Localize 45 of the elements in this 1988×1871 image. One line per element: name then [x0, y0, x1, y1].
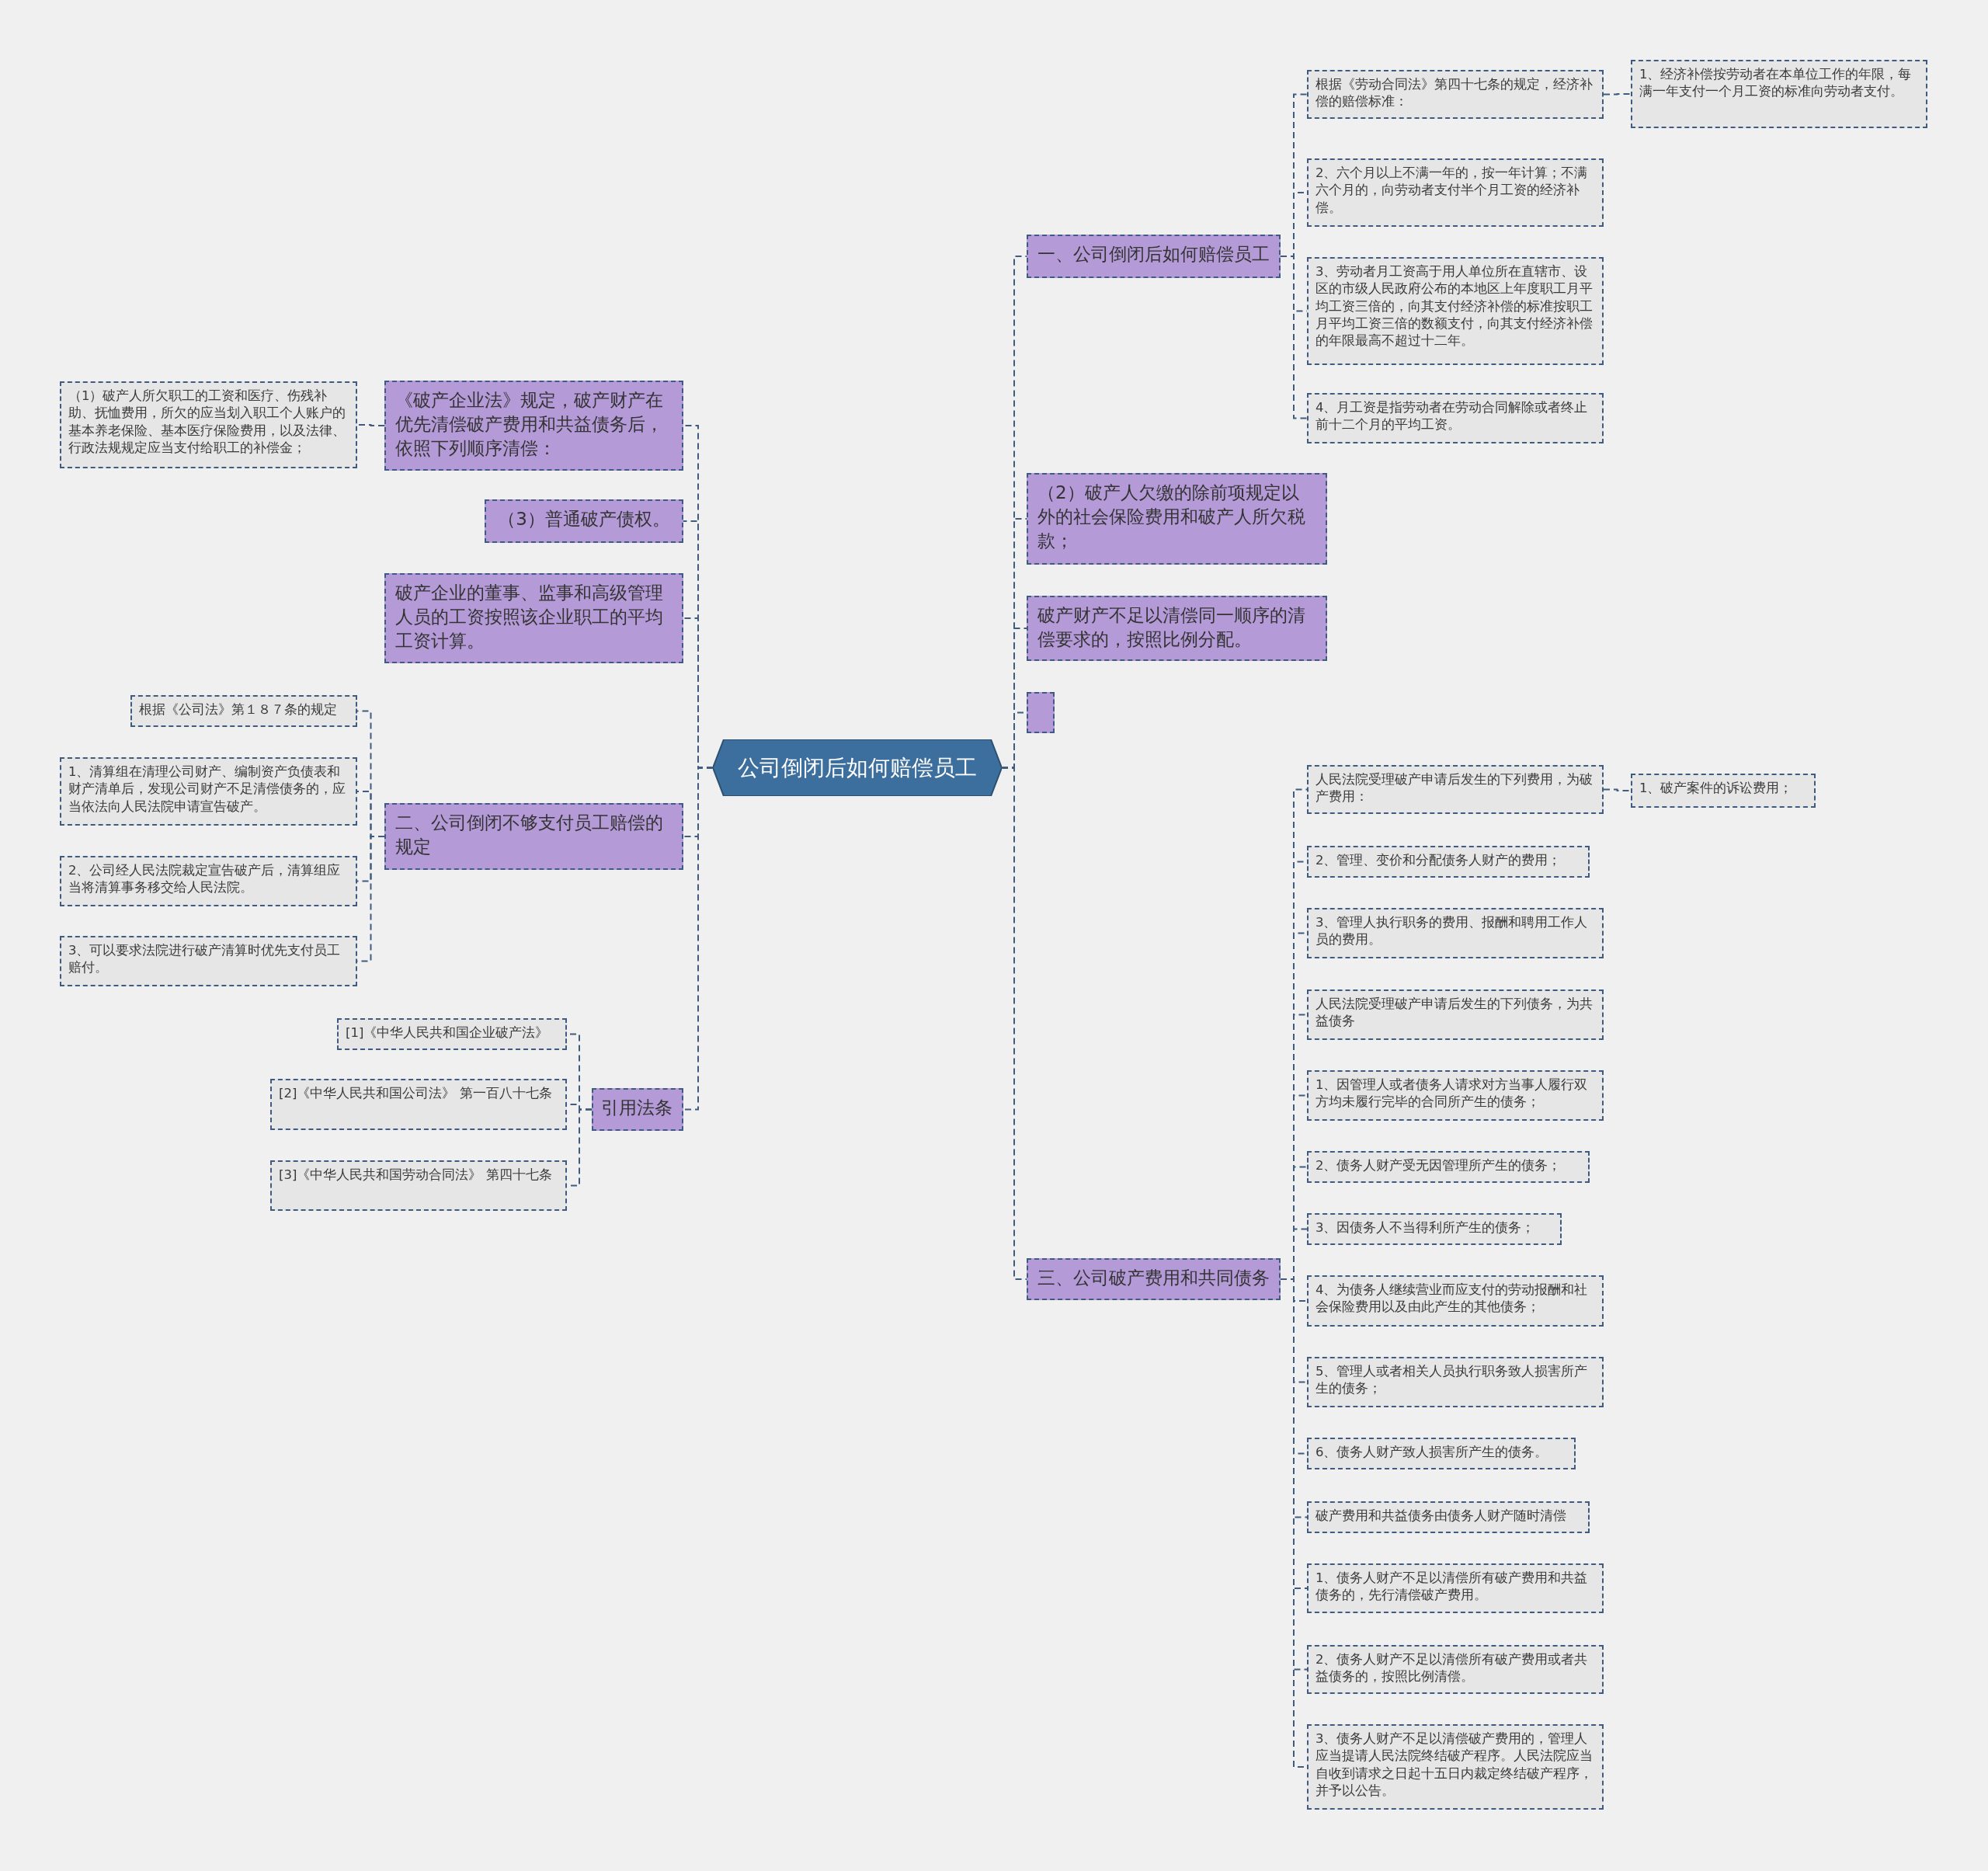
connector-line — [356, 424, 385, 426]
subtopic-box: 1、清算组在清理公司财产、编制资产负债表和财产清单后，发现公司财产不足清偿债务的，应当依法向人民法院申请宣告破产。 — [60, 757, 357, 826]
subtopic-box: 2、公司经人民法院裁定宣告破产后，清算组应当将清算事务移交给人民法院。 — [60, 856, 357, 906]
subtopic-box: 2、债务人财产不足以清偿所有破产费用或者共益债务的，按照比例清偿。 — [1307, 1645, 1604, 1694]
subtopic-box: 3、劳动者月工资高于用人单位所在直辖市、设区的市级人民政府公布的本地区上年度职工月平均工资三倍的，向其支付经济补偿的标准按职工月平均工资三倍的数额支付，向其支付经济补偿的年限最高不超过十二年。 — [1307, 257, 1604, 365]
subtopic-box: 根据《劳动合同法》第四十七条的规定，经济补偿的赔偿标准： — [1307, 70, 1604, 119]
topic-box: 破产企业的董事、监事和高级管理人员的工资按照该企业职工的平均工资计算。 — [384, 573, 683, 663]
subtopic-box: 人民法院受理破产申请后发生的下列费用，为破产费用： — [1307, 765, 1604, 814]
connector-line — [683, 767, 714, 1111]
subtopic-box: 根据《公司法》第１８７条的规定 — [130, 695, 357, 727]
connector-line — [1603, 93, 1632, 96]
topic-box: （2）破产人欠缴的除前项规定以外的社会保险费用和破产人所欠税款； — [1027, 473, 1327, 565]
topic-box: 二、公司倒闭不够支付员工赔偿的规定 — [384, 803, 683, 870]
subtopic-box: 破产费用和共益债务由债务人财产随时清偿 — [1307, 1501, 1590, 1533]
central-topic-box: 公司倒闭后如何赔偿员工 — [713, 739, 1002, 796]
subtopic-box: 6、债务人财产致人损害所产生的债务。 — [1307, 1438, 1576, 1469]
subtopic-box: （1）破产人所欠职工的工资和医疗、伤残补助、抚恤费用，所欠的应当划入职工个人账户的基本养老保险、基本医疗保险费用，以及法律、行政法规规定应当支付给职工的补偿金； — [60, 381, 357, 468]
subtopic-box: [1]《中华人民共和国企业破产法》 — [337, 1018, 567, 1050]
subtopic-box: [2]《中华人民共和国公司法》 第一百八十七条 — [270, 1079, 567, 1130]
subtopic-box: 1、破产案件的诉讼费用； — [1631, 774, 1816, 808]
subtopic-box: 1、经济补偿按劳动者在本单位工作的年限，每满一年支付一个月工资的标准向劳动者支付。 — [1631, 60, 1927, 128]
connector-line — [1001, 767, 1027, 1280]
subtopic-box: 1、债务人财产不足以清偿所有破产费用和共益债务的，先行清偿破产费用。 — [1307, 1563, 1604, 1613]
topic-box: 破产财产不足以清偿同一顺序的清偿要求的，按照比例分配。 — [1027, 596, 1327, 661]
empty-box — [1027, 692, 1055, 733]
subtopic-box: 3、可以要求法院进行破产清算时优先支付员工赔付。 — [60, 936, 357, 986]
subtopic-box: 4、月工资是指劳动者在劳动合同解除或者终止前十二个月的平均工资。 — [1307, 393, 1604, 443]
subtopic-box: 3、债务人财产不足以清偿破产费用的，管理人应当提请人民法院终结破产程序。人民法院应当自收到请求之日起十五日内裁定终结破产程序，并予以公告。 — [1307, 1724, 1604, 1810]
subtopic-box: 5、管理人或者相关人员执行职务致人损害所产生的债务； — [1307, 1357, 1604, 1407]
connector-line — [1280, 256, 1308, 419]
subtopic-box: 2、债务人财产受无因管理所产生的债务； — [1307, 1151, 1590, 1183]
topic-box: （3）普通破产债权。 — [485, 499, 683, 543]
topic-box: 一、公司倒闭后如何赔偿员工 — [1027, 235, 1281, 278]
connector-line — [1603, 788, 1632, 791]
subtopic-box: 4、为债务人继续营业而应支付的劳动报酬和社会保险费用以及由此产生的其他债务； — [1307, 1275, 1604, 1327]
topic-box: 引用法条 — [592, 1088, 683, 1131]
subtopic-box: 3、管理人执行职务的费用、报酬和聘用工作人员的费用。 — [1307, 908, 1604, 958]
subtopic-box: 2、六个月以上不满一年的，按一年计算；不满六个月的，向劳动者支付半个月工资的经济补偿。 — [1307, 158, 1604, 227]
topic-box: 三、公司破产费用和共同债务 — [1027, 1258, 1281, 1300]
topic-box: 《破产企业法》规定，破产财产在优先清偿破产费用和共益债务后，依照下列顺序清偿： — [384, 381, 683, 471]
subtopic-box: 人民法院受理破产申请后发生的下列债务，为共益债务 — [1307, 989, 1604, 1040]
subtopic-box: 2、管理、变价和分配债务人财产的费用； — [1307, 846, 1590, 878]
subtopic-box: [3]《中华人民共和国劳动合同法》 第四十七条 — [270, 1160, 567, 1211]
subtopic-box: 1、因管理人或者债务人请求对方当事人履行双方均未履行完毕的合同所产生的债务； — [1307, 1070, 1604, 1121]
subtopic-box: 3、因债务人不当得利所产生的债务； — [1307, 1213, 1562, 1245]
